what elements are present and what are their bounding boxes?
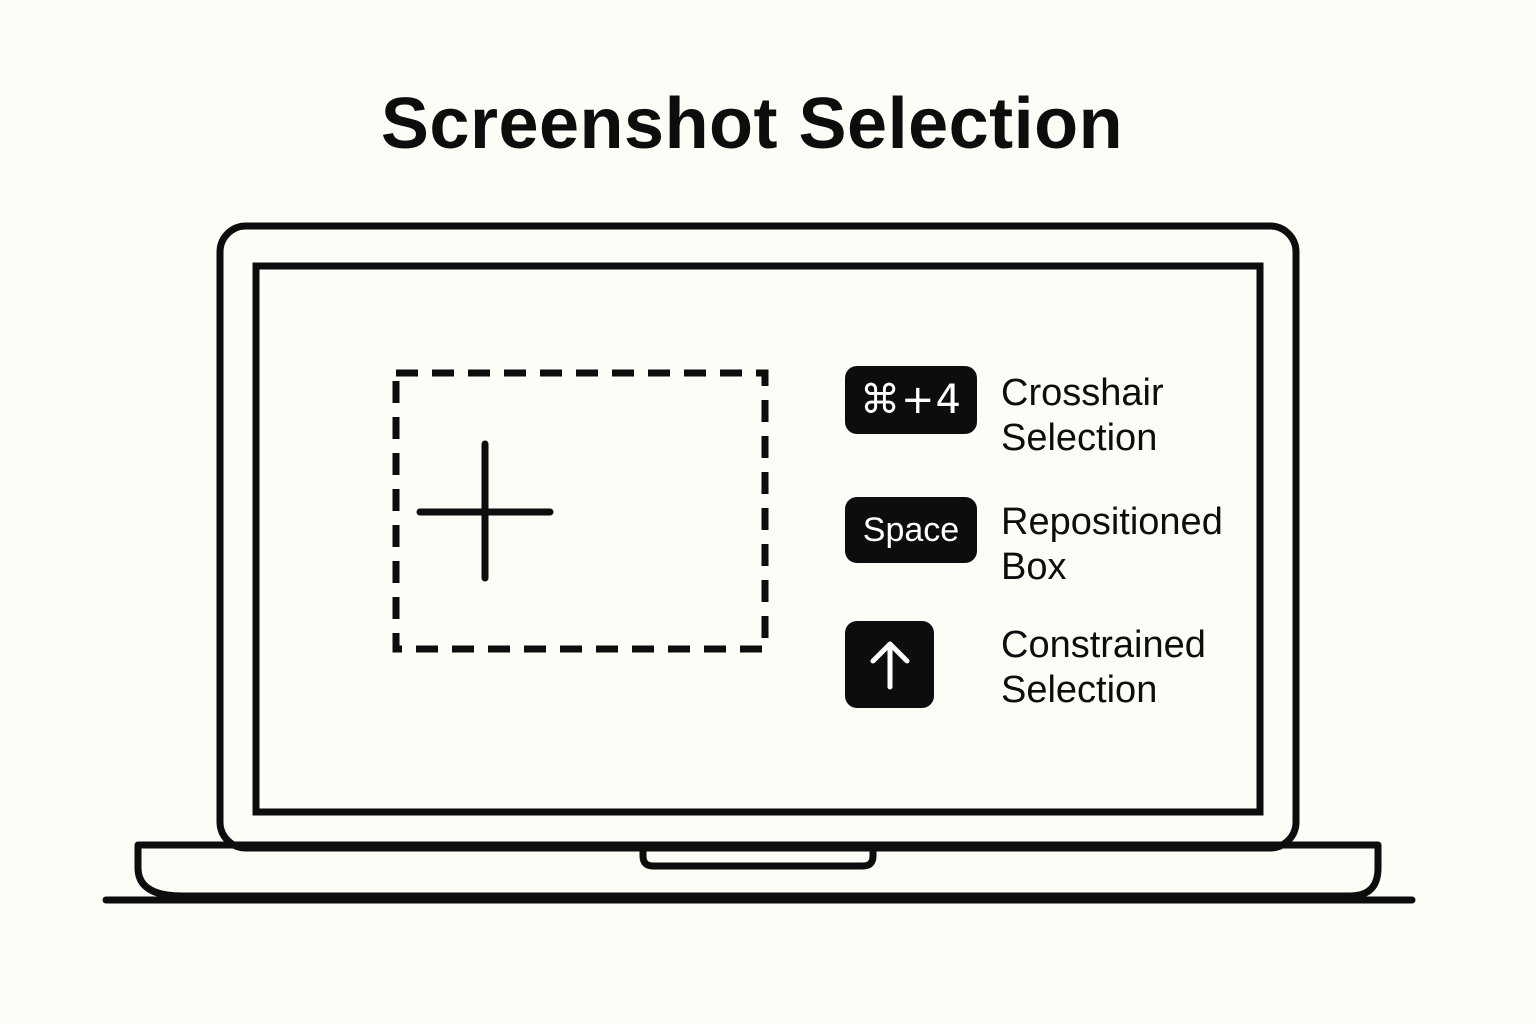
crosshair-icon xyxy=(416,440,554,582)
arrow-up-icon xyxy=(870,641,909,689)
laptop-screen xyxy=(252,262,1264,816)
shift-arrow-up-icon xyxy=(845,621,934,708)
laptop-base xyxy=(134,841,1382,900)
label-line: Crosshair xyxy=(1001,372,1164,414)
label-line: Constrained xyxy=(1001,624,1206,666)
space-key-icon: Space xyxy=(845,497,977,563)
label-line: Selection xyxy=(1001,669,1158,711)
command-plus-4-key-icon: ⌘+4 xyxy=(845,366,977,434)
label-line: Selection xyxy=(1001,417,1158,459)
laptop-notch xyxy=(639,848,877,870)
page-title: Screenshot Selection xyxy=(380,84,1124,164)
dashed-selection-box-icon xyxy=(392,369,769,653)
label-line: Box xyxy=(1001,546,1067,588)
label-line: Repositioned xyxy=(1001,501,1223,543)
